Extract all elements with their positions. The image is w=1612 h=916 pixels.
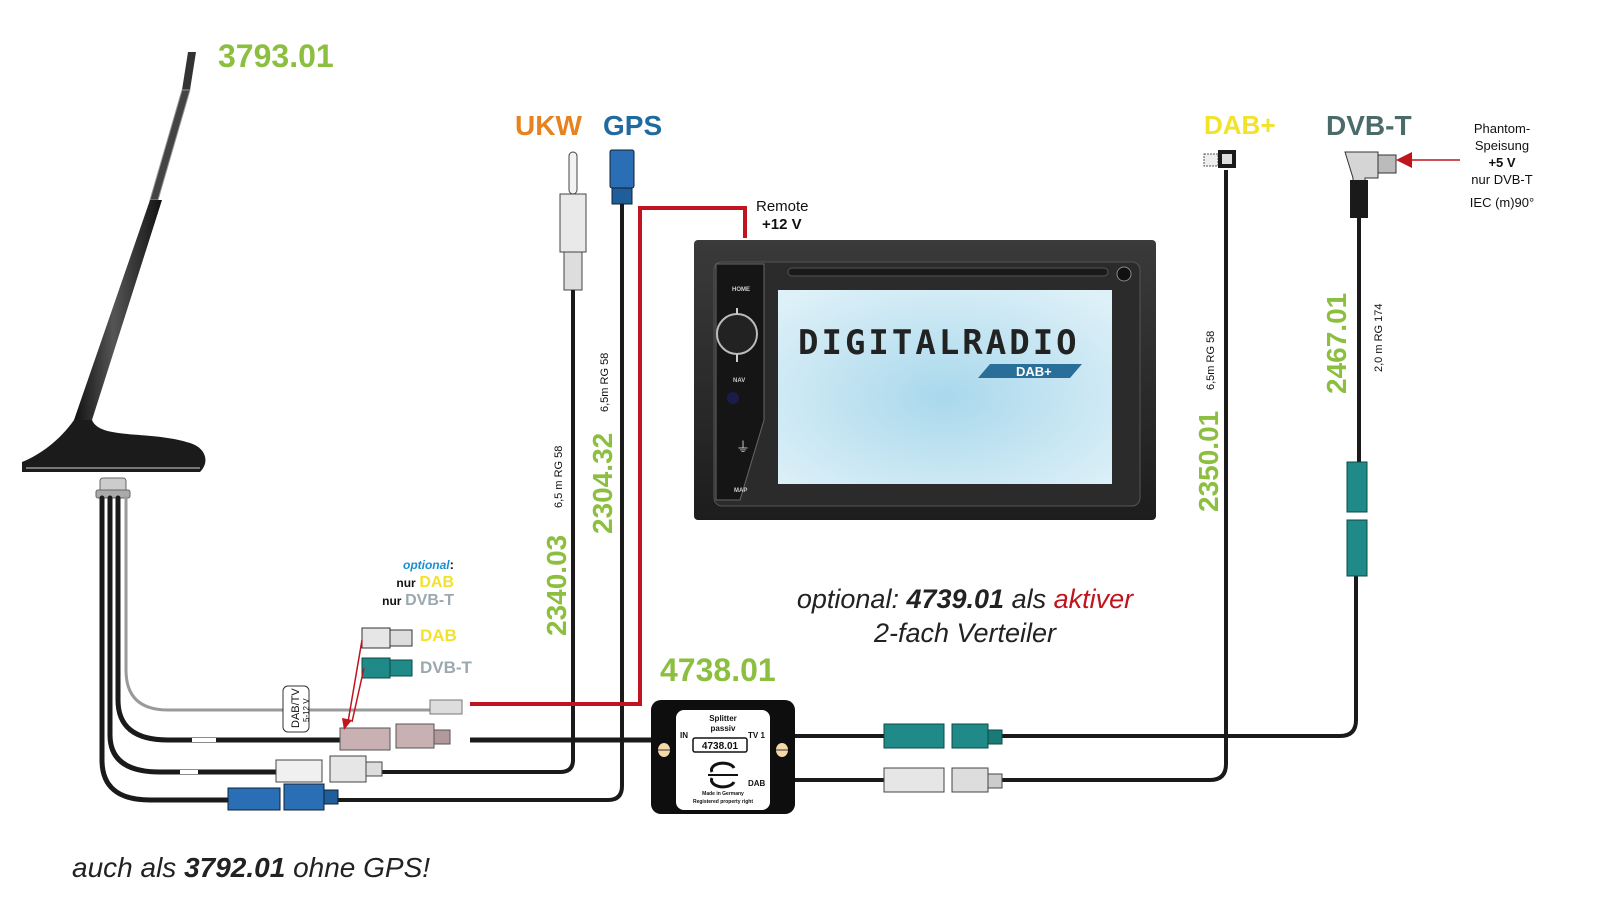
splitter-dab-port: DAB bbox=[748, 779, 766, 788]
usb-icon: ⏚ bbox=[736, 439, 750, 455]
footer-pn: 3792.01 bbox=[184, 852, 286, 883]
phantom-power-note: Phantom- Speisung +5 V nur DVB-T IEC (m)… bbox=[1462, 120, 1542, 211]
connectors-left bbox=[227, 627, 463, 811]
splitter-footer1: Made in Germany bbox=[702, 791, 744, 797]
remote-note: Remote +12 V bbox=[756, 198, 809, 234]
gps-cable bbox=[335, 149, 635, 802]
phantom-line2: Speisung bbox=[1474, 138, 1530, 153]
ukw-cable-spec: 6,5 m RG 58 bbox=[553, 446, 565, 508]
splitter-title1: Splitter bbox=[709, 714, 737, 723]
optional-nur-1: nur bbox=[396, 576, 416, 590]
antenna-part-number: 3793.01 bbox=[218, 38, 334, 74]
phantom-line4: nur DVB-T bbox=[1471, 172, 1533, 187]
splitter-box bbox=[470, 700, 795, 814]
remote-line1: Remote bbox=[756, 198, 809, 215]
dab-plus-badge bbox=[978, 364, 1082, 378]
antenna-cables bbox=[99, 495, 442, 803]
radio-button-nav: NAV bbox=[733, 378, 745, 384]
optional-title: optional bbox=[402, 558, 450, 572]
radio-screen-text: DIGITALRADIO bbox=[798, 323, 1080, 363]
connectors-right bbox=[883, 723, 1003, 793]
head-unit bbox=[694, 240, 1156, 520]
footer-suffix: ohne GPS! bbox=[285, 852, 431, 883]
dab-plus-label: DAB+ bbox=[1204, 110, 1276, 140]
active-note-red: aktiver bbox=[1053, 584, 1134, 614]
gps-label: GPS bbox=[603, 110, 663, 141]
splitter-outputs bbox=[795, 170, 1358, 782]
dvbt-cable bbox=[1344, 151, 1460, 577]
phantom-line5: IEC (m)90° bbox=[1469, 195, 1535, 210]
ukw-cable bbox=[380, 151, 587, 774]
footer-note: auch als 3792.01 ohne GPS! bbox=[72, 852, 430, 884]
remote-line2: +12 V bbox=[762, 216, 802, 233]
dab-cable-top bbox=[1203, 150, 1236, 168]
active-note-prefix: optional: bbox=[796, 584, 907, 614]
antenna-tag-line2: 5-12 V bbox=[302, 698, 311, 722]
splitter-part-number: 4738.01 bbox=[660, 652, 776, 688]
antenna-tag-line1: DAB/TV bbox=[290, 688, 302, 728]
splitter-tv1-port: TV 1 bbox=[748, 731, 765, 740]
optional-colon: : bbox=[449, 557, 454, 572]
dab-cable-spec: 6,5m RG 58 bbox=[1205, 331, 1217, 390]
footer-prefix: auch als bbox=[72, 852, 185, 883]
optional-dvbt: DVB-T bbox=[405, 592, 454, 609]
gps-cable-spec: 6,5m RG 58 bbox=[599, 353, 611, 412]
antenna-power-tag bbox=[282, 685, 310, 733]
ukw-cable-part-number: 2340.03 bbox=[541, 535, 572, 636]
active-note-pn: 4739.01 bbox=[906, 584, 1005, 614]
splitter-box-pn: 4738.01 bbox=[702, 741, 739, 752]
optional-connector-dab-label: DAB bbox=[420, 626, 457, 645]
gps-cable-part-number: 2304.32 bbox=[587, 433, 618, 534]
dvbt-cable-part-number: 2467.01 bbox=[1321, 293, 1352, 394]
splitter-in-port: IN bbox=[680, 731, 688, 740]
optional-connector-dvbt-label: DVB-T bbox=[420, 658, 472, 677]
active-note-line2: 2-fach Verteiler bbox=[873, 618, 1057, 648]
optional-block: optional: nur DAB nur DVB-T bbox=[370, 556, 454, 610]
dab-cable-part-number: 2350.01 bbox=[1193, 411, 1224, 512]
active-note-mid: als bbox=[1004, 584, 1054, 614]
splitter-footer2: Registered property right bbox=[693, 799, 753, 805]
roof-antenna bbox=[22, 52, 206, 499]
optional-nur-2: nur bbox=[382, 594, 402, 608]
ukw-label: UKW bbox=[515, 110, 582, 141]
dvbt-label: DVB-T bbox=[1326, 110, 1412, 141]
active-splitter-note: optional: 4739.01 als aktiver 2-fach Ver… bbox=[780, 582, 1150, 650]
phantom-line1: Phantom- bbox=[1473, 121, 1531, 136]
dvbt-cable-spec: 2,0 m RG 174 bbox=[1373, 304, 1385, 372]
remote-wire bbox=[470, 206, 747, 706]
splitter-title2: passiv bbox=[711, 724, 736, 733]
radio-button-map: MAP bbox=[734, 488, 747, 494]
radio-button-home: HOME bbox=[732, 287, 750, 293]
radio-badge-text: DAB+ bbox=[1016, 364, 1052, 379]
phantom-line3: +5 V bbox=[1488, 155, 1516, 170]
optional-dab: DAB bbox=[419, 574, 454, 591]
